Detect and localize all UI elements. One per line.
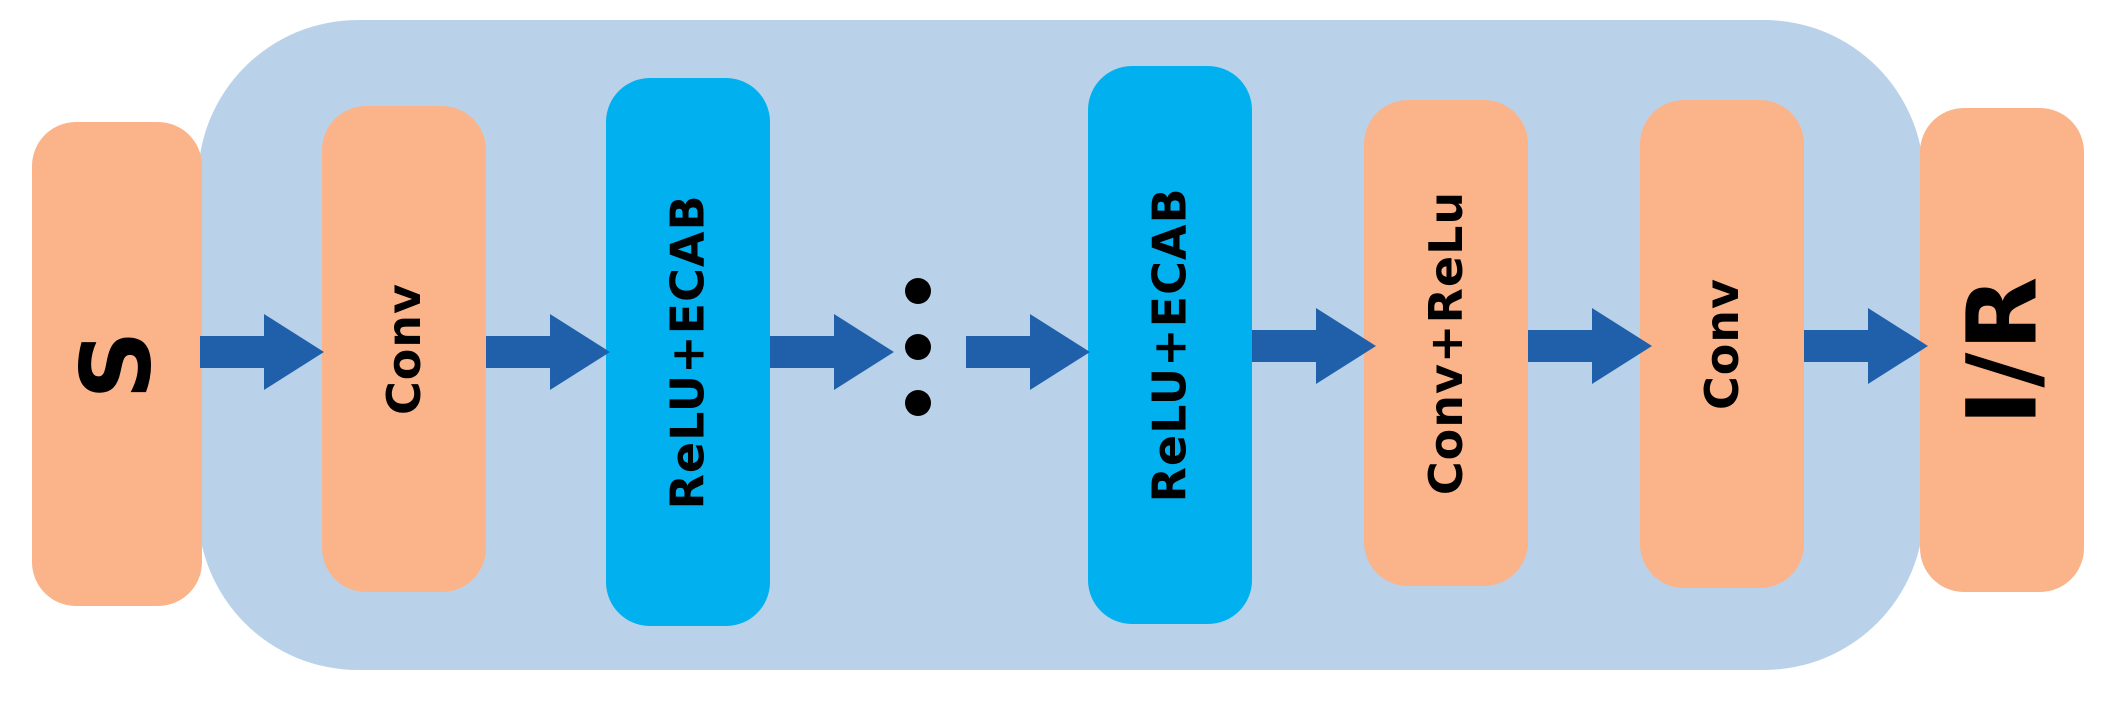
output-label: I/R	[1945, 274, 2058, 426]
arrow-ellipsis-to-relu-ecab	[966, 314, 1090, 390]
output-block: I/R	[1920, 108, 2084, 592]
arrow-conv-to-relu-ecab	[486, 314, 610, 390]
ellipsis-dot	[905, 278, 931, 304]
conv-relu-block-label: Conv+ReLu	[1419, 190, 1474, 496]
conv-block-1-label: Conv	[376, 282, 431, 416]
arrow-conv-to-output	[1804, 308, 1928, 384]
arrow-conv-relu-to-conv	[1528, 308, 1652, 384]
conv-block-2: Conv	[1640, 100, 1804, 588]
ellipsis-dot	[905, 334, 931, 360]
arrow-relu-ecab-to-conv-relu	[1252, 308, 1376, 384]
relu-ecab-block-2: ReLU+ECAB	[1088, 66, 1252, 624]
arrow-relu-ecab-to-ellipsis	[770, 314, 894, 390]
conv-block-1: Conv	[322, 106, 486, 592]
conv-block-2-label: Conv	[1694, 277, 1749, 411]
relu-ecab-block-1-label: ReLU+ECAB	[661, 194, 715, 510]
relu-ecab-block-1: ReLU+ECAB	[606, 78, 770, 626]
conv-relu-block: Conv+ReLu	[1364, 100, 1528, 586]
input-block: S	[32, 122, 202, 606]
relu-ecab-block-2-label: ReLU+ECAB	[1143, 187, 1197, 503]
ellipsis-dot	[905, 390, 931, 416]
arrow-input-to-conv	[200, 314, 324, 390]
ellipsis-dots	[896, 278, 946, 418]
input-label: S	[60, 328, 173, 400]
